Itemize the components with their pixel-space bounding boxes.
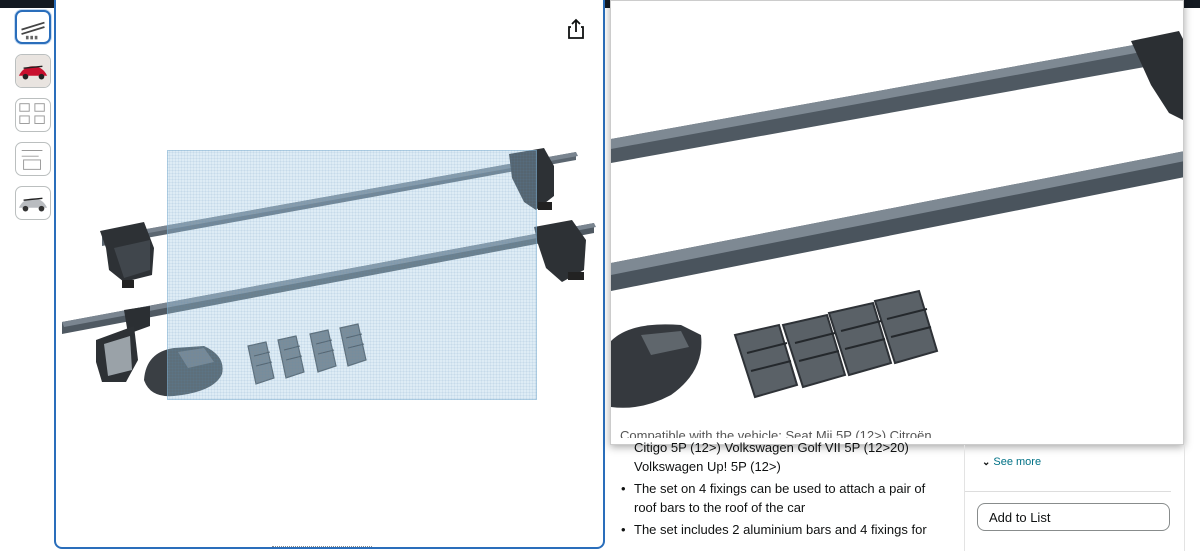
bullet-text: The set on 4 fixings can be used to atta… [634,481,926,515]
zoomed-product-image [611,31,1183,408]
thumb-silver-car[interactable] [15,186,51,220]
buybox-divider [965,491,1171,492]
bullet-item: Citigo 5P (12>) Volkswagen Golf VII 5P (… [620,438,950,476]
see-more-label: See more [993,456,1042,468]
product-description: Compatible with the vehicle: Seat Mii 5P… [620,428,950,542]
thumb-instructions-2[interactable] [15,142,51,176]
product-image-roof-bars [62,148,596,397]
thumb-red-car[interactable] [15,54,51,88]
bullet-text: The set includes 2 aluminium bars and 4 … [634,522,927,537]
thumbnail-strip [15,10,53,230]
share-button[interactable] [565,18,587,40]
add-to-list-button[interactable]: Add to List [977,503,1170,531]
buybox-left-border [964,445,965,551]
bullet-dot: • [621,522,626,537]
zoom-lens[interactable] [167,150,537,400]
bullet-item: • The set includes 2 aluminium bars and … [620,520,950,539]
image-caption-hint [272,546,372,551]
buybox-right-border [1184,445,1185,551]
zoomed-image-preview [610,0,1184,445]
bullet-dot: • [621,481,626,496]
description-clipped-line: Compatible with the vehicle: Seat Mii 5P… [620,428,932,438]
thumb-instructions-1[interactable] [15,98,51,132]
share-icon [568,18,584,39]
chevron-down-icon: ⌄ [982,456,991,468]
thumb-roof-bars[interactable] [15,10,51,44]
bullet-item: • The set on 4 fixings can be used to at… [620,479,950,517]
bullet-list: Citigo 5P (12>) Volkswagen Golf VII 5P (… [620,438,950,539]
bullet-text: Citigo 5P (12>) Volkswagen Golf VII 5P (… [634,440,909,474]
see-more-link[interactable]: ⌄ See more [982,456,1041,468]
